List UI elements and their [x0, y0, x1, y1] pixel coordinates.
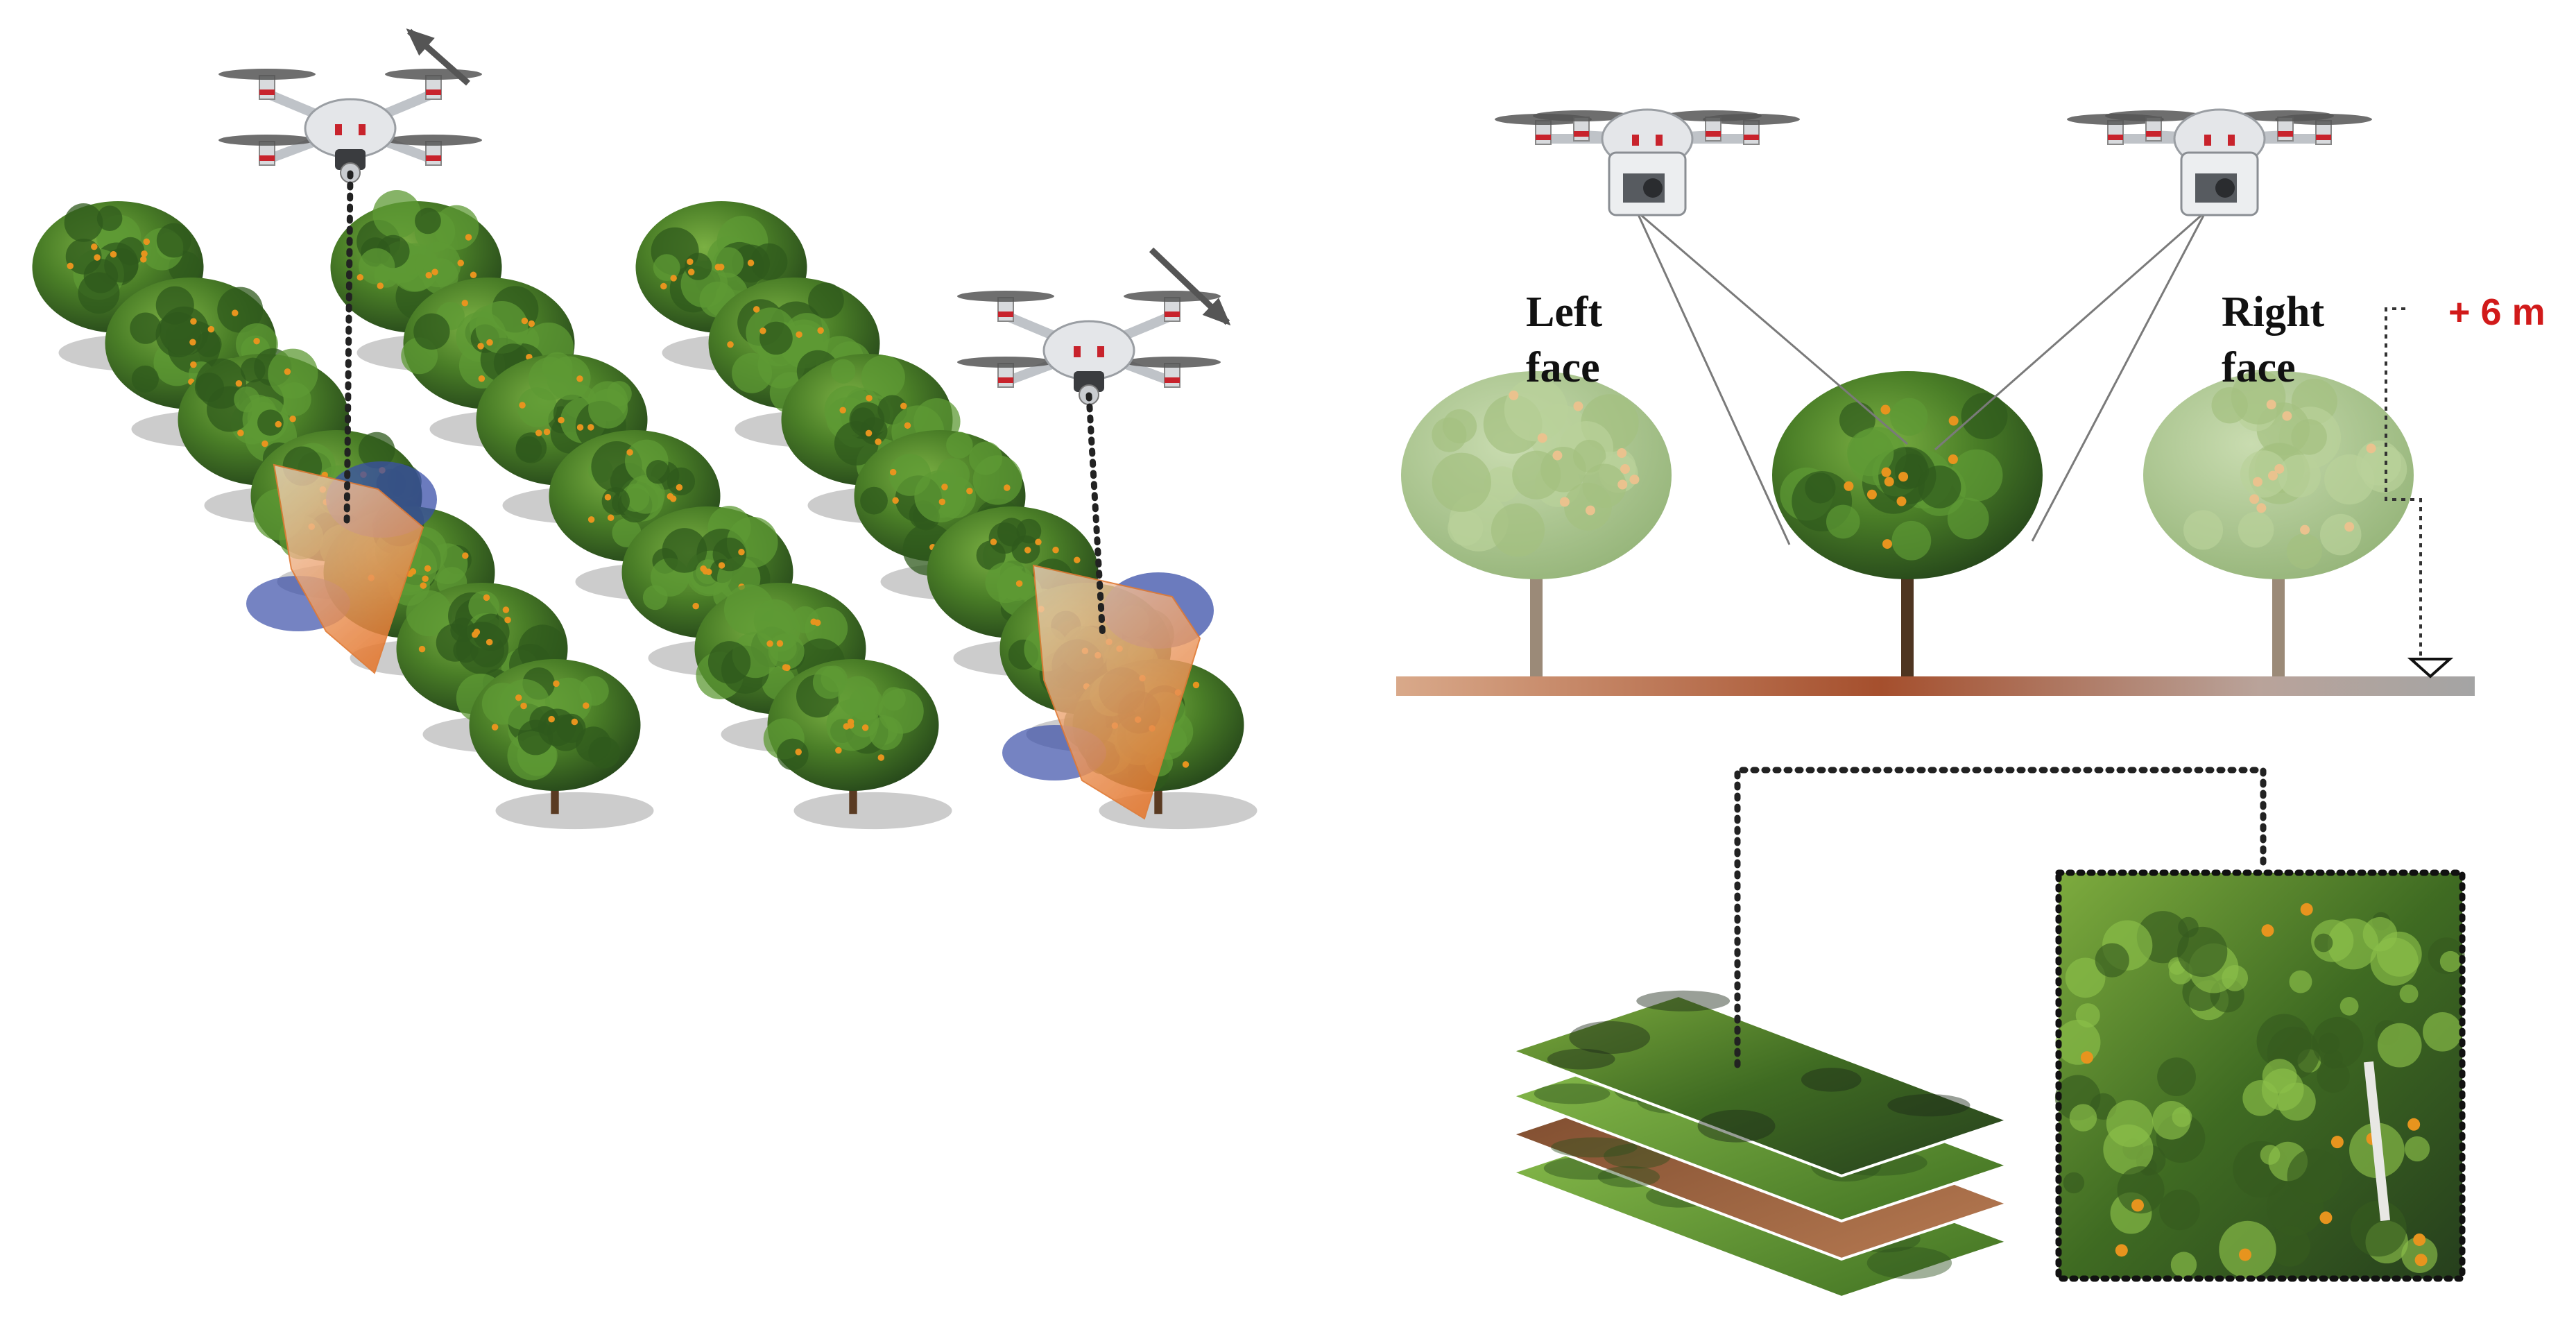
drone-icon [218, 69, 482, 183]
image-layer [1508, 990, 2012, 1178]
orchard-scene [32, 28, 1257, 830]
view-line [1636, 210, 1908, 445]
height-label: + 6 m [2448, 291, 2545, 333]
nadir-line [343, 170, 354, 531]
drone-icon [957, 291, 1221, 405]
image-stack [1508, 767, 2466, 1299]
image-footprint [1002, 564, 1214, 820]
ground-marker-icon [2407, 658, 2454, 678]
direction-arrow-icon [1149, 247, 1231, 326]
zoom-connector [1734, 767, 2267, 1068]
height-marker [2385, 307, 2422, 658]
tree-icon [32, 201, 217, 372]
tree-icon [469, 659, 654, 830]
right-face-label-line2: face [2222, 344, 2296, 391]
left-face-label-line1: Left [1526, 289, 1603, 336]
tree-icon [1401, 371, 1672, 676]
direction-arrow-icon [406, 28, 470, 86]
flight-profile [1396, 108, 2475, 696]
zoomed-canopy-photo [2054, 869, 2466, 1282]
tree-icon [1772, 371, 2043, 676]
view-line [1635, 211, 1791, 545]
view-line [1934, 210, 2206, 451]
nadir-line [1085, 392, 1106, 642]
right-face-label-line1: Right [2222, 289, 2325, 336]
image-footprint [246, 461, 437, 674]
drone-icon [2067, 108, 2372, 216]
view-line [2031, 211, 2207, 542]
tree-icon [2143, 370, 2414, 676]
ground-line [1396, 676, 2475, 696]
tree-icon [763, 659, 952, 830]
left-face-label-line2: face [1526, 344, 1600, 391]
drone-icon [1495, 108, 1800, 216]
